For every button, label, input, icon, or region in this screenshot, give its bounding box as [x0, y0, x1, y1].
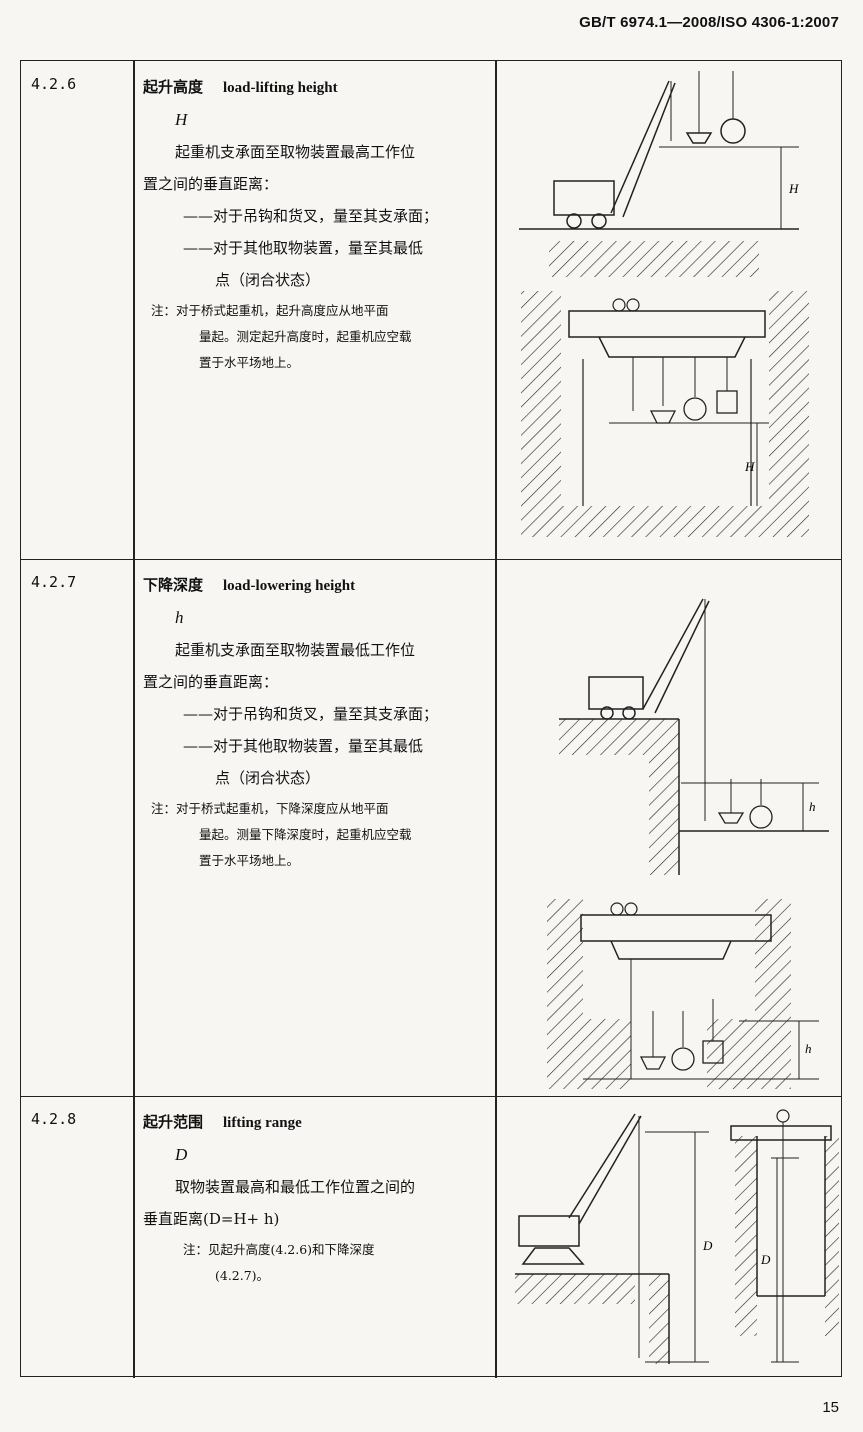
note-line-2: (4.2.7)。: [215, 1268, 270, 1283]
figure-lowering-height: h h: [547, 598, 829, 1089]
fig-label-h-upper: h: [809, 799, 816, 814]
definition-item-2: ——对于其他取物装置，量至其最低: [183, 239, 424, 257]
definition-line-1: 起重机支承面至取物装置最低工作位: [175, 641, 416, 659]
definition-item-1: ——对于吊钩和货叉，量至其支承面；: [183, 705, 439, 723]
definition-item-2-cont: 点（闭合状态）: [215, 769, 321, 787]
term-symbol: H: [175, 110, 188, 129]
definition-item-2-cont: 点（闭合状态）: [215, 271, 321, 289]
note-line-2: 量起。测量下降深度时，起重机应空载: [199, 827, 412, 842]
figure-lifting-height: H H: [519, 71, 809, 537]
note-line-1: 注：对于桥式起重机，下降深度应从地平面: [151, 801, 389, 816]
term-cn: 起升高度: [143, 78, 204, 96]
term-en: load-lowering height: [223, 578, 356, 594]
fig-label-d-right: D: [760, 1252, 771, 1267]
note-line-3: 置于水平场地上。: [199, 355, 300, 370]
term-title: 起升范围 lifting range: [143, 1106, 489, 1139]
note-line-1: 注：对于桥式起重机，起升高度应从地平面: [151, 303, 389, 318]
standard-reference: GB/T 6974.1—2008/ISO 4306-1:2007: [579, 14, 839, 31]
fig-label-h-lower: H: [744, 459, 755, 474]
note-line-1: 注：见起升高度(4.2.6)和下降深度: [183, 1242, 375, 1257]
definition-line-1: 起重机支承面至取物装置最高工作位: [175, 143, 416, 161]
term-entry: 起升高度 load-lifting height H 起重机支承面至取物装置最高工…: [143, 71, 489, 376]
table-row-4-2-8: 4.2.8 起升范围 lifting range D 取物装置最高和最低工作位置之…: [21, 1096, 841, 1378]
definition-line-2: 置之间的垂直距离：: [143, 673, 279, 691]
term-symbol: D: [175, 1145, 188, 1164]
note-line-3: 置于水平场地上。: [199, 853, 300, 868]
table-row-4-2-7: 4.2.7 下降深度 load-lowering height h 起重机支承面至…: [21, 559, 841, 1097]
term-en: load-lifting height: [223, 80, 338, 96]
clause-number: 4.2.7: [31, 573, 77, 591]
fig-label-h-upper: H: [788, 181, 799, 196]
figure-lifting-range: D D: [515, 1109, 839, 1364]
term-cn: 下降深度: [143, 576, 204, 594]
definition-line-2: 垂直距离(D=H+ h): [143, 1210, 280, 1228]
term-table: 4.2.6 起升高度 load-lifting height H 起重机支承面至取…: [20, 60, 842, 1378]
term-cn: 起升范围: [143, 1113, 204, 1131]
term-en: lifting range: [223, 1115, 302, 1131]
page-number: 15: [822, 1399, 839, 1416]
note-line-2: 量起。测定起升高度时，起重机应空载: [199, 329, 412, 344]
definition-line-2: 置之间的垂直距离：: [143, 175, 279, 193]
definition-item-2: ——对于其他取物装置，量至其最低: [183, 737, 424, 755]
table-row-4-2-6: 4.2.6 起升高度 load-lifting height H 起重机支承面至取…: [21, 61, 841, 560]
clause-number: 4.2.8: [31, 1110, 77, 1128]
term-symbol: h: [175, 608, 184, 627]
definition-item-1: ——对于吊钩和货叉，量至其支承面；: [183, 207, 439, 225]
definition-line-1: 取物装置最高和最低工作位置之间的: [175, 1178, 416, 1196]
term-entry: 起升范围 lifting range D 取物装置最高和最低工作位置之间的 垂直距…: [143, 1106, 489, 1289]
fig-label-d-left: D: [702, 1238, 713, 1253]
clause-number: 4.2.6: [31, 75, 77, 93]
term-entry: 下降深度 load-lowering height h 起重机支承面至取物装置最低…: [143, 569, 489, 874]
fig-label-h-lower: h: [805, 1041, 812, 1056]
term-title: 起升高度 load-lifting height: [143, 71, 489, 104]
term-title: 下降深度 load-lowering height: [143, 569, 489, 602]
